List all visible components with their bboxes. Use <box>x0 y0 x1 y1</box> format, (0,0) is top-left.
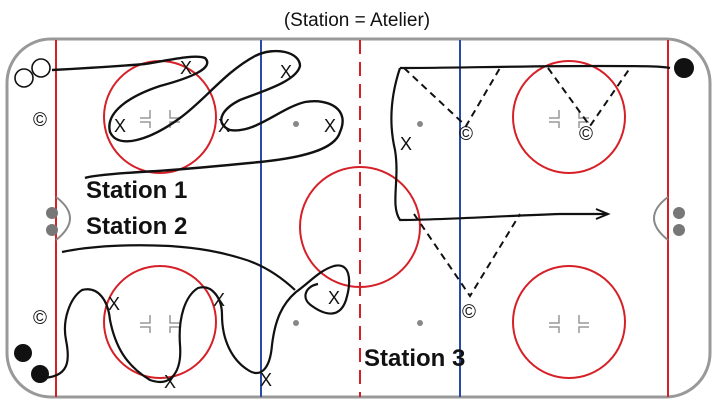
faceoff-circle-top-right <box>512 60 626 174</box>
station-3-weave-path <box>39 264 351 383</box>
player-x: X <box>328 288 340 308</box>
station-2-skating-path <box>61 244 296 291</box>
player-x: X <box>108 294 120 314</box>
goal-crease-left <box>55 196 71 241</box>
right-zone-skating-path <box>390 64 671 222</box>
neutral-faceoff-dots <box>293 121 423 326</box>
right-zone-arrowhead <box>595 208 611 220</box>
station-1-label: Station 1 <box>86 177 187 204</box>
player-x-markers: X X X X X X X X X X X <box>108 58 412 392</box>
faceoff-circle-bottom-right <box>512 265 626 379</box>
player-x: X <box>213 290 225 310</box>
player-x: X <box>218 116 230 136</box>
goal-crease-right <box>653 196 669 241</box>
station-3-label: Station 3 <box>364 345 465 372</box>
player-x: X <box>280 62 292 82</box>
station-2-label: Station 2 <box>86 213 187 240</box>
faceoff-hash-marks <box>140 110 589 333</box>
player-x: X <box>400 134 412 154</box>
player-x: X <box>164 372 176 392</box>
player-x: X <box>114 116 126 136</box>
caption: (Station = Atelier) <box>284 10 430 31</box>
coach-marker: © <box>33 308 47 329</box>
coach-marker: © <box>462 302 476 323</box>
passing-lanes <box>403 67 631 298</box>
faceoff-circle-bottom-left <box>103 265 217 379</box>
station-1-skating-path <box>51 49 344 180</box>
player-x: X <box>260 370 272 390</box>
coach-marker: © <box>579 124 593 145</box>
center-circle <box>299 166 421 288</box>
rink-boards <box>5 37 712 399</box>
coach-marker: © <box>33 110 47 131</box>
coach-markers: © © © © © <box>33 110 593 329</box>
coach-marker: © <box>459 124 473 145</box>
player-x: X <box>324 116 336 136</box>
player-x: X <box>180 58 192 78</box>
